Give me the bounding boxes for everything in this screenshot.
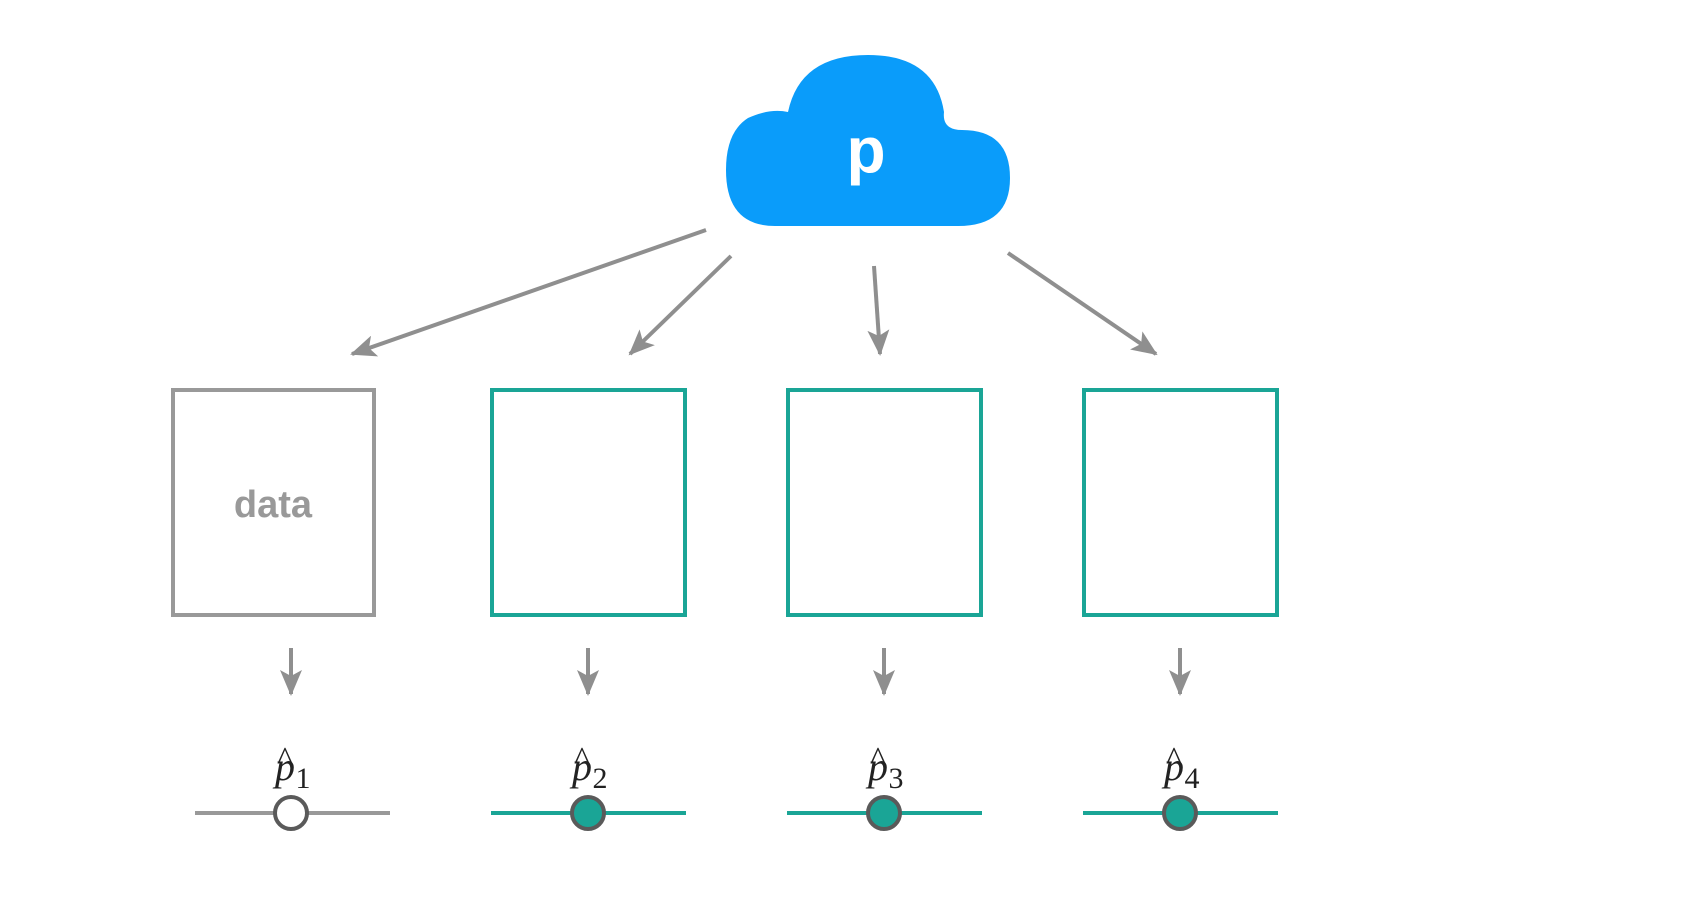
- dataset-box-4: [1082, 388, 1279, 617]
- estimate-subscript: 3: [889, 762, 904, 795]
- estimate-1: ^ p 1: [195, 741, 390, 831]
- arrow-cloud-to-box-3: [867, 265, 890, 356]
- estimate-hat: ^: [277, 741, 293, 778]
- cloud-icon: [726, 55, 1010, 226]
- estimate-hat: ^: [574, 741, 590, 778]
- estimate-2: ^ p 2: [491, 741, 686, 831]
- estimate-subscript: 2: [593, 762, 608, 795]
- box-label-data: data: [234, 484, 313, 526]
- cloud-to-box-arrows: [350, 228, 1158, 357]
- simulated-data-box: [490, 388, 687, 617]
- dataset-box-2: [490, 388, 687, 617]
- estimate-subscript: 4: [1185, 762, 1200, 795]
- estimate-marker-hollow: [273, 795, 309, 831]
- estimate-3: ^ p 3: [787, 741, 982, 831]
- estimate-symbol: p: [272, 744, 295, 789]
- estimate-4: ^ p 4: [1083, 741, 1278, 831]
- dataset-boxes: data: [171, 388, 1279, 617]
- estimate-subscript: 1: [296, 762, 311, 795]
- estimate-marker-filled: [1162, 795, 1198, 831]
- simulated-data-box: [1082, 388, 1279, 617]
- cloud-label: p: [846, 114, 885, 186]
- estimates: ^ p 1 ^ p 2 ^ p 3 ^ p 4: [195, 741, 1278, 831]
- estimate-symbol: p: [1161, 744, 1184, 789]
- arrow-cloud-to-box-4: [1006, 251, 1158, 356]
- estimate-marker-filled: [866, 795, 902, 831]
- arrow-cloud-to-box-2: [628, 254, 733, 356]
- dataset-box-3: [786, 388, 983, 617]
- cloud-node: p: [726, 55, 1010, 226]
- observed-data-box: [171, 388, 376, 617]
- estimate-marker-filled: [570, 795, 606, 831]
- simulated-data-box: [786, 388, 983, 617]
- estimate-symbol: p: [865, 744, 888, 789]
- arrow-cloud-to-box-1: [350, 228, 707, 357]
- estimate-symbol: p: [569, 744, 592, 789]
- estimate-hat: ^: [870, 741, 886, 778]
- dataset-box-1: data: [171, 388, 376, 617]
- box-to-estimate-arrows: [280, 648, 1191, 696]
- estimate-hat: ^: [1166, 741, 1182, 778]
